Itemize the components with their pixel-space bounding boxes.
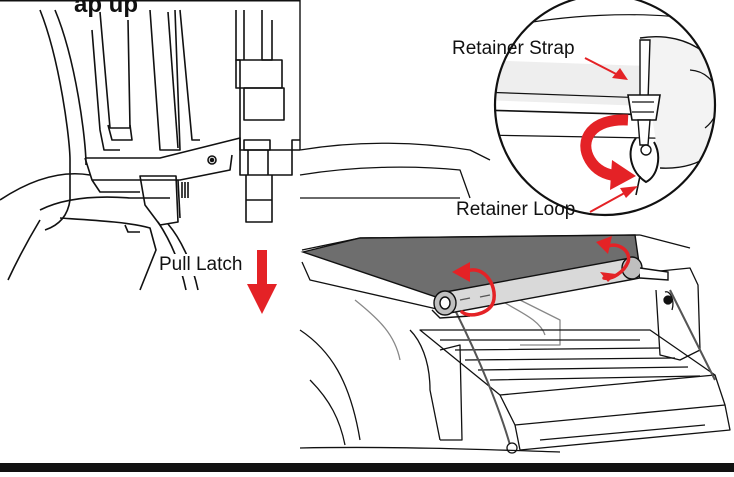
tonneau-cover <box>300 234 641 301</box>
bottom-divider <box>0 463 734 472</box>
pull-latch-arrow-icon <box>247 250 277 314</box>
strap-detail <box>495 14 715 196</box>
strap-rotate-arrow-icon <box>580 114 636 190</box>
retainer-strap-label: Retainer Strap <box>452 38 575 59</box>
cover-roll-tube <box>431 256 669 319</box>
strap-pointer-icon <box>584 57 628 80</box>
latch-detail <box>0 0 300 291</box>
pull-latch-label: Pull Latch <box>157 254 245 276</box>
retainer-loop-label: Retainer Loop <box>456 199 576 220</box>
section-heading: ap up <box>74 0 138 18</box>
loop-pointer-icon <box>589 186 638 213</box>
